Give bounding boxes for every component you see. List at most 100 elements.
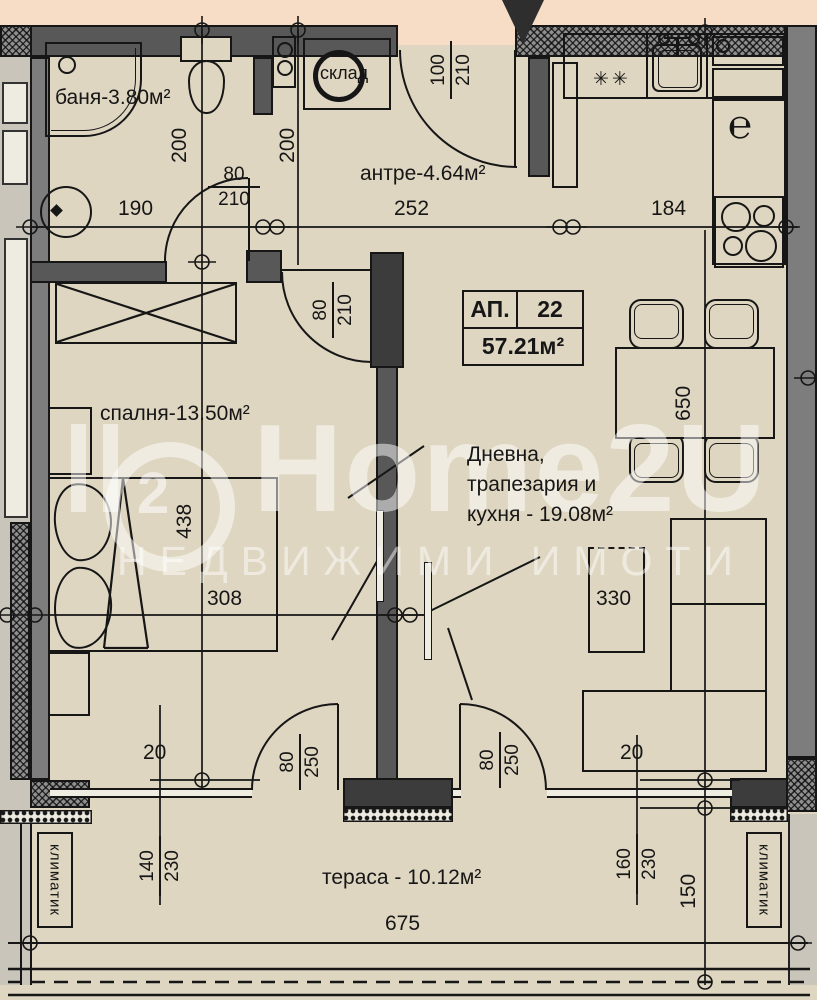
terrace-left-rail <box>30 824 32 985</box>
boiler-unit <box>272 36 296 88</box>
stove-burner <box>745 230 777 262</box>
appliance-dial <box>716 39 730 53</box>
sofa-seat-divider <box>672 603 765 605</box>
nightstand <box>48 652 90 716</box>
dim-terrace-side: 150 <box>677 873 701 909</box>
room-label-terrace: тераса - 10.12м² <box>322 866 482 889</box>
dim-hall-depth: 200 <box>276 127 300 163</box>
faucet-handle <box>688 33 700 45</box>
hall-cabinet <box>552 62 578 188</box>
sink-basin <box>658 50 698 88</box>
window-wall-living <box>547 788 732 798</box>
insulation-strip <box>0 810 92 824</box>
sliding-door-leaf <box>376 510 384 602</box>
ac-unit-left: климатик <box>37 832 73 928</box>
terrace-left-rail <box>20 824 22 985</box>
wardrobe <box>55 282 237 344</box>
window-wall-bedroom <box>50 788 252 798</box>
dim-gap-left: 20 <box>143 741 167 764</box>
wall-door-jamb <box>246 250 282 283</box>
dim-living-length: 650 <box>672 385 696 421</box>
dim-bedroom-length: 438 <box>173 503 197 539</box>
dim-bathroom-depth: 200 <box>168 127 192 163</box>
dining-table <box>615 347 775 439</box>
toilet-tank <box>180 36 232 62</box>
washing-machine <box>40 186 92 238</box>
dim-coffee-table: 330 <box>596 587 632 610</box>
room-label-storage: склад <box>320 63 369 83</box>
counter-divider <box>706 33 708 99</box>
coffee-table <box>588 547 645 653</box>
dishwasher-icon: ℮ <box>728 103 753 147</box>
insulation-strip <box>730 808 788 822</box>
faucet <box>676 37 679 55</box>
wall-top-right <box>515 25 786 57</box>
boiler-dial <box>277 60 293 76</box>
entry-arrow-icon <box>502 0 544 44</box>
apartment-number: 22 <box>537 296 563 322</box>
dim-bathroom-width: 190 <box>118 197 154 220</box>
dim-hall-width: 252 <box>394 197 430 220</box>
insulation-strip <box>343 808 453 822</box>
dim-gap-right: 20 <box>620 741 644 764</box>
chair <box>704 433 759 483</box>
chair <box>629 433 684 483</box>
adjacent-space-right <box>788 814 817 985</box>
room-label-bathroom: баня-3.80м² <box>55 86 171 109</box>
room-label-hall: антре-4.64м² <box>360 162 486 185</box>
shower <box>45 42 142 137</box>
room-label-living-2: трапезария и <box>467 473 597 496</box>
room-label-living-1: Дневна, <box>467 443 545 466</box>
stove-burner <box>753 205 775 227</box>
wall-threshold-right <box>730 778 788 808</box>
wall-bathroom-bottom <box>30 261 167 283</box>
wall-top-left-corner <box>0 25 32 57</box>
wall-partition-top <box>370 252 404 368</box>
storage-machine <box>313 50 365 102</box>
chair <box>629 299 684 349</box>
sofa-bottom <box>582 690 767 772</box>
ac-unit-right: климатик <box>746 832 782 928</box>
sofa-right-arm <box>670 518 767 694</box>
dim-kitchen-width: 184 <box>651 197 687 220</box>
dim-bed-width: 308 <box>207 587 243 610</box>
window-wall-middle <box>453 788 461 798</box>
oven <box>712 36 784 66</box>
wall-right <box>786 25 817 758</box>
shower-drain <box>58 56 76 74</box>
counter-divider <box>646 33 648 99</box>
sliding-door-leaf <box>424 562 432 660</box>
kitchen-counter-side <box>712 99 786 265</box>
stove-burner <box>721 202 751 232</box>
faucet-handle <box>658 33 670 45</box>
storage-box <box>303 38 391 110</box>
apartment-info-table: АП. 22 57.21м² <box>462 290 584 366</box>
adjacent-fixture <box>2 130 28 185</box>
kitchen-counter <box>563 33 786 99</box>
wall-hall-kitchen <box>528 57 550 177</box>
room-label-bedroom: спалня-13.50м² <box>100 402 250 425</box>
adjacent-fixture <box>2 82 28 124</box>
dim-terrace-width: 675 <box>385 912 421 935</box>
nightstand <box>48 407 92 475</box>
stove-burner <box>723 236 743 256</box>
appliance-box <box>712 68 784 98</box>
chair <box>704 299 759 349</box>
wall-bathroom-right <box>253 57 273 115</box>
boiler-dial <box>277 42 293 58</box>
room-label-living-3: кухня - 19.08м² <box>467 503 614 526</box>
toilet-bowl <box>188 60 225 114</box>
apartment-area: 57.21м² <box>481 333 565 359</box>
apartment-label: АП. <box>464 292 518 327</box>
adjacent-space-left <box>0 57 30 985</box>
wall-left <box>30 57 50 780</box>
window-right <box>786 758 817 812</box>
